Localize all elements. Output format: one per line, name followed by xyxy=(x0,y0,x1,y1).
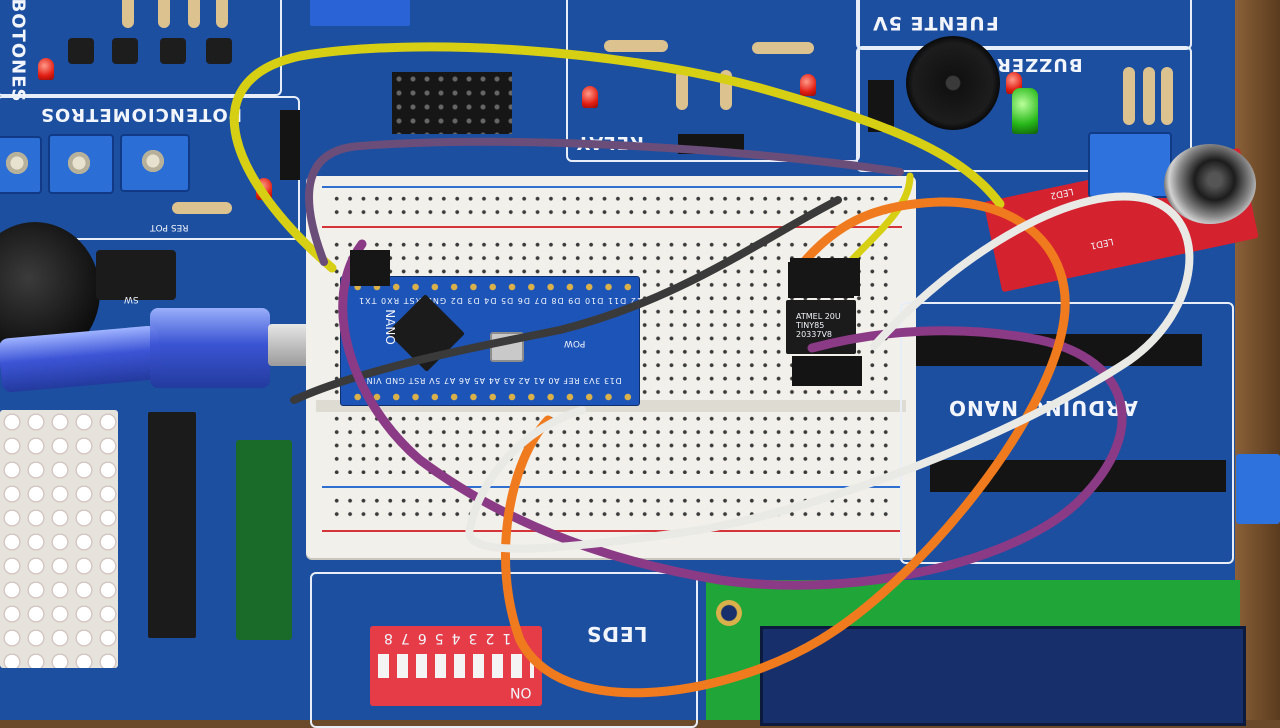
breadboard-rail-bottom-red xyxy=(322,530,902,532)
power-panel xyxy=(856,0,1192,50)
push-button-1[interactable] xyxy=(68,38,94,64)
relay-panel xyxy=(566,0,860,162)
led-matrix xyxy=(0,410,118,668)
breadboard-rail-top-blue xyxy=(322,186,902,188)
header-block-top xyxy=(392,72,512,134)
wire-white xyxy=(465,192,1194,553)
breadboard-rail-bottom-blue xyxy=(322,486,902,488)
led-green-icon xyxy=(1012,88,1038,134)
terminal-block xyxy=(310,0,410,26)
resistor-relay-2 xyxy=(752,42,814,54)
push-button-2[interactable] xyxy=(112,38,138,64)
blue-trimmer[interactable] xyxy=(1236,454,1280,524)
led-red-icon xyxy=(38,58,54,80)
wire-yellow xyxy=(229,42,1005,273)
wood-edge xyxy=(1235,0,1280,720)
nano-pin-row-top xyxy=(348,282,638,292)
sensor-trimpot[interactable] xyxy=(1088,132,1172,198)
nano-pin-row-bottom xyxy=(348,392,638,402)
wire-purple-main xyxy=(338,239,1127,590)
chip-header-bottom xyxy=(792,356,862,386)
breadboard-rail-top-red xyxy=(322,226,902,228)
potentiometer-1[interactable] xyxy=(0,136,42,194)
switch-module[interactable] xyxy=(96,250,176,300)
pot-dial-icon xyxy=(66,150,92,176)
wire-yellow-2 xyxy=(846,172,914,266)
matrix-driver-pcb xyxy=(236,440,292,640)
wire-connector-black-1 xyxy=(350,250,390,286)
microphone-icon xyxy=(1164,144,1256,224)
push-button-4[interactable] xyxy=(206,38,232,64)
pot-dial-icon xyxy=(4,150,30,176)
breadboard-top-rail-holes xyxy=(330,192,890,220)
lcd-mount-hole xyxy=(714,598,744,628)
led-red-icon xyxy=(582,86,598,108)
wire-connector-black-2 xyxy=(790,258,860,296)
usb-plug-body xyxy=(150,308,270,388)
push-button-3[interactable] xyxy=(160,38,186,64)
pot-dial-icon xyxy=(140,148,166,174)
wire-orange xyxy=(501,197,1070,698)
max7219-chip xyxy=(148,412,196,638)
buttons-panel xyxy=(0,0,282,96)
buzzer-panel xyxy=(856,46,1192,172)
buzzer-icon xyxy=(906,36,1000,130)
pin-header-left xyxy=(280,110,300,180)
wire-purple-top xyxy=(305,137,904,266)
resistor-relay-1 xyxy=(604,40,668,52)
led-red-icon xyxy=(800,74,816,96)
lcd-screen xyxy=(760,626,1246,726)
attiny85-chip-label: ATMEL 20U TINY85 20337V8 xyxy=(796,312,841,339)
wire-black xyxy=(290,196,842,404)
dip-keys xyxy=(378,654,534,678)
resistor-pot xyxy=(172,202,232,214)
potentiometer-2[interactable] xyxy=(48,134,114,194)
potentiometer-3[interactable] xyxy=(120,134,190,192)
